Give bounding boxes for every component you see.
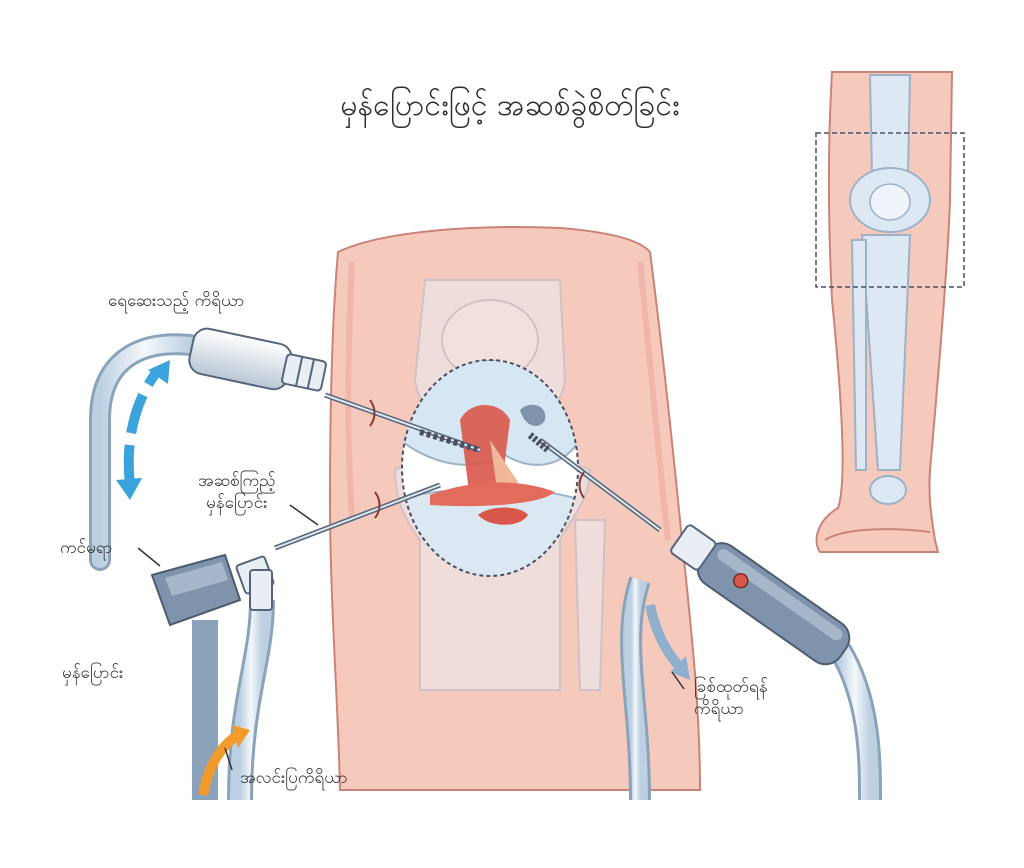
light-arrow <box>198 725 250 796</box>
label-shaver-line1: ခြစ်ထုတ်ရန် <box>694 677 768 697</box>
leg-inset <box>815 71 965 553</box>
shaver-instrument <box>527 432 882 801</box>
label-arthroscope-line1: အဆစ်ကြည့် <box>198 471 276 491</box>
incision-marks <box>369 399 585 519</box>
label-arthroscope-line2: မှန်ပြောင်း <box>206 493 268 513</box>
irrigation-instrument <box>89 327 481 571</box>
diagram-title: မှန်ပြောင်းဖြင့် အဆစ်ခွဲစိတ်ခြင်း <box>340 88 680 123</box>
label-camera: ကင်မရာ <box>60 538 113 558</box>
outflow-arrow <box>645 603 690 680</box>
label-irrigation-instrument: ရေဆေးသည့် ကိရိယာ <box>108 291 245 311</box>
label-shaver: ခြစ်ထုတ်ရန် ကိရိယာ <box>694 676 768 720</box>
label-endoscope: မှန်ပြောင်း <box>62 663 124 683</box>
label-arthroscope: အဆစ်ကြည့် မှန်ပြောင်း <box>198 470 276 514</box>
label-light-source: အလင်းပြကိရိယာ <box>240 768 348 788</box>
inflow-arrow <box>116 360 170 500</box>
label-shaver-line2: ကိရိယာ <box>694 699 744 719</box>
leader-lines <box>137 504 685 771</box>
